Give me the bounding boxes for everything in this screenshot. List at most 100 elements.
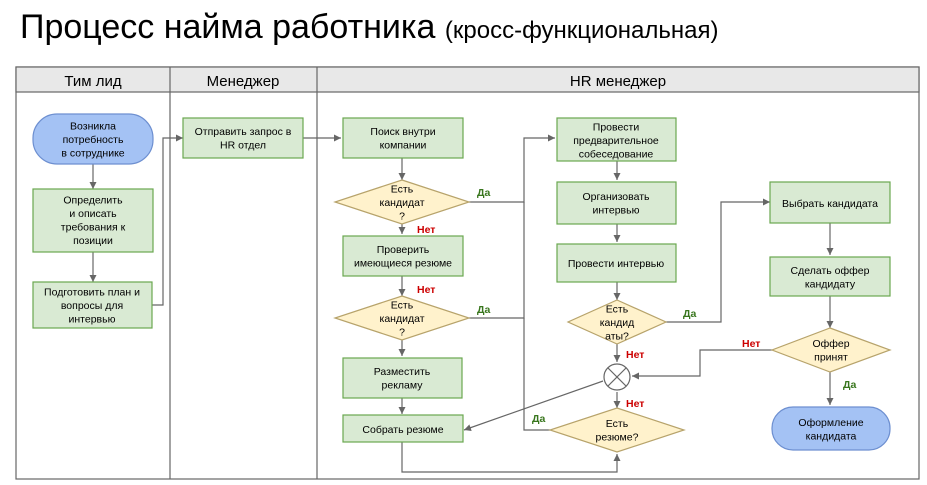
node-ad-line: Разместить [374, 366, 431, 378]
edge-label-yes-d5: Да [843, 379, 856, 391]
process-boxes [32, 117, 891, 443]
node-check-box [342, 235, 464, 277]
node-d1: Есть кандидат? [380, 183, 425, 222]
node-check-line: Проверить [377, 244, 430, 256]
edge-merge-collect [463, 380, 604, 431]
node-interview-box [556, 243, 677, 283]
node-define-line: позиции [73, 235, 113, 247]
edge-label-yes-d3: Да [683, 308, 696, 320]
node-offer-line: Сделать оффер [791, 265, 870, 277]
edge-label-yes-d4: Да [532, 413, 545, 425]
terminal-shapes [32, 113, 891, 451]
node-interview-line: Провести интервью [568, 258, 664, 270]
node-search-line: Поиск внутри [370, 126, 435, 138]
edge-label-no-d4: Нет [626, 398, 644, 410]
edge-plan-send [152, 134, 183, 306]
node-d5-line: принят [814, 352, 848, 364]
title-sub: (кросс-функциональная) [444, 17, 719, 44]
node-define-line: Определить [63, 195, 123, 207]
node-choose-box [769, 181, 891, 224]
node-plan-box [32, 281, 153, 329]
node-pre-line: предварительное [573, 135, 659, 147]
node-collect-box [342, 414, 464, 443]
node-interview: Провести интервью [568, 258, 664, 270]
node-choose-line: Выбрать кандидата [782, 198, 878, 210]
lane-header-manager: Менеджер [207, 73, 280, 90]
node-collect-line: Собрать резюме [362, 424, 443, 436]
page-title: Процесс найма работника (кросс-функциона… [20, 8, 719, 47]
node-d4-line: резюме? [596, 432, 639, 444]
edge-d4-pre [523, 318, 550, 431]
node-org: Организовать интервью [583, 191, 651, 217]
node-plan-line: вопросы для [61, 300, 123, 312]
node-offer: Сделать оффер кандидату [791, 265, 870, 291]
node-search-line: компании [380, 140, 427, 152]
node-pre-line: собеседование [579, 148, 654, 160]
connectors [89, 134, 834, 473]
decision-shapes [333, 179, 892, 453]
node-d3-line: аты? [605, 330, 629, 342]
node-d2-shape [333, 295, 471, 341]
node-d4: Есть резюме? [596, 418, 639, 444]
node-start-line: потребность [63, 134, 124, 146]
edge-collect-d4 [401, 442, 621, 473]
node-d4-shape [548, 407, 686, 453]
lane-header-teamlead: Тим лид [64, 73, 121, 90]
node-org-line: Организовать [583, 191, 651, 203]
lane-header-hr: HR менеджер [570, 73, 666, 90]
node-check-line: имеющиеся резюме [354, 258, 452, 270]
node-d2-line: ? [399, 326, 405, 338]
node-plan-line: Подготовить план и [44, 286, 140, 298]
node-ad-box [342, 357, 463, 399]
node-start-line: Возникла [70, 120, 116, 132]
node-end-line: Оформление [798, 417, 863, 429]
node-offer-line: кандидату [805, 279, 856, 291]
lane-header-row [15, 66, 920, 93]
edge-d3-choose [666, 198, 770, 323]
node-end-shape [771, 406, 891, 451]
node-d1-line: ? [399, 210, 405, 222]
node-d1-line: Есть [391, 183, 414, 195]
node-d3-shape [566, 299, 668, 345]
node-define-line: и описать [69, 208, 117, 220]
edge-d5-merge [632, 349, 772, 380]
node-org-line: интервью [593, 205, 640, 217]
edge-d1-pre [469, 134, 555, 203]
title-main: Процесс найма работника [20, 8, 436, 46]
node-d1-line: кандидат [380, 197, 425, 209]
edge-label-yes-d1: Да [477, 187, 490, 199]
node-d3-line: кандид [600, 317, 635, 329]
node-send-line: Отправить запрос в [195, 126, 292, 138]
node-start-shape [32, 113, 154, 165]
edge-label-no-d3: Нет [626, 349, 644, 361]
node-choose: Выбрать кандидата [782, 198, 878, 210]
node-d1-shape [333, 179, 471, 225]
node-collect: Собрать резюме [362, 424, 443, 436]
node-pre-box [556, 117, 677, 162]
lanes: Тим лид Менеджер HR менеджер [15, 66, 920, 480]
node-d4-line: Есть [606, 418, 629, 430]
merge-node [603, 363, 631, 391]
node-org-box [556, 181, 677, 225]
node-check: Проверить имеющиеся резюме [354, 244, 452, 270]
edge-label-no-d5: Нет [742, 338, 760, 350]
edge-label-yes-d2: Да [477, 304, 490, 316]
node-define-box [32, 188, 154, 253]
edge-label-no-d1: Нет [417, 224, 435, 236]
node-send-box [182, 117, 304, 159]
node-search-box [342, 117, 464, 159]
edge-label-no-d2: Нет [417, 284, 435, 296]
node-start-line: в сотруднике [61, 147, 124, 159]
node-plan-line: интервью [69, 313, 116, 325]
